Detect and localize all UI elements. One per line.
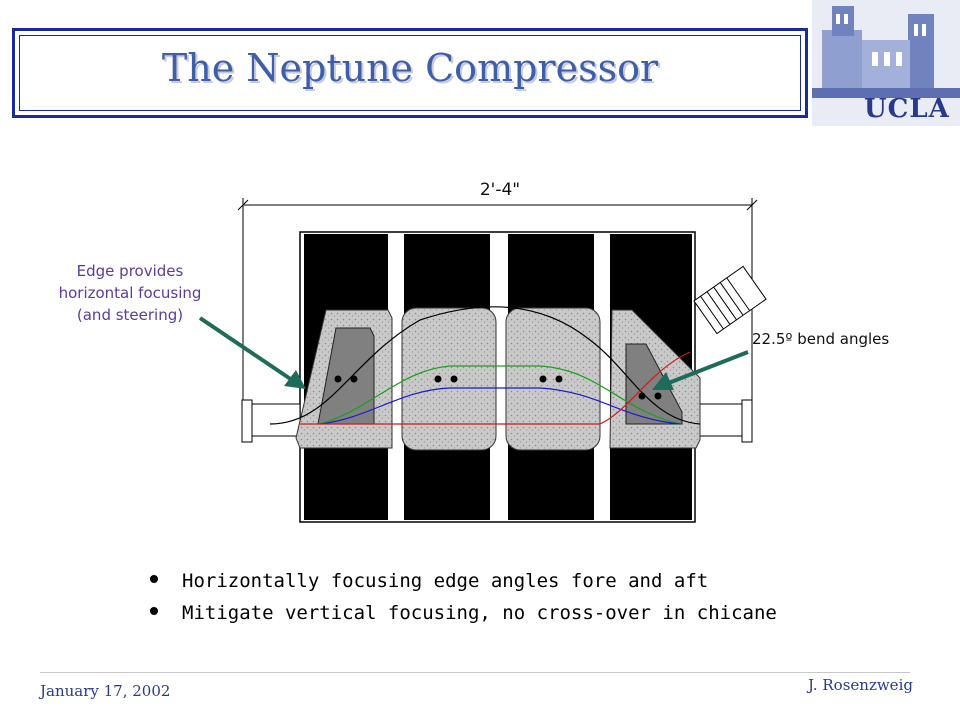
bullet-item: Mitigate vertical focusing, no cross-ove… <box>148 597 777 629</box>
dimension-label: 2'-4" <box>479 180 521 200</box>
slide-title: The Neptune Compressor <box>161 46 659 90</box>
bend-angle-note: 22.5º bend angles <box>752 330 890 348</box>
bullet-list: Horizontally focusing edge angles fore a… <box>148 565 777 629</box>
title-frame <box>12 28 808 118</box>
edge-note-line: horizontal focusing <box>58 284 202 302</box>
edge-focusing-note: Edge provides horizontal focusing (and s… <box>30 260 230 326</box>
compressor-diagram <box>237 198 767 523</box>
ucla-logo-text: UCLA <box>864 94 950 124</box>
beam-pipe <box>241 399 753 443</box>
ucla-logo <box>812 0 960 126</box>
footer-author: J. Rosenzweig <box>808 676 913 694</box>
bullet-item: Horizontally focusing edge angles fore a… <box>148 565 777 597</box>
edge-note-line: (and steering) <box>76 306 184 324</box>
footer-date: January 17, 2002 <box>40 682 171 700</box>
edge-note-line: Edge provides <box>76 262 184 280</box>
title-frame-inner <box>19 35 801 111</box>
footer-divider <box>40 672 910 673</box>
output-port <box>693 265 767 335</box>
